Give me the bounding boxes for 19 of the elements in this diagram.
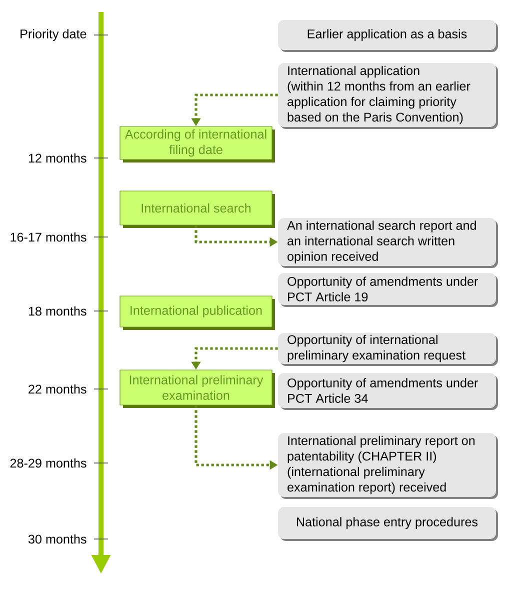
- event-box: An international search report and an international search written opinion received: [278, 218, 498, 268]
- process-box: International search: [120, 190, 275, 228]
- event-box: Earlier application as a basis: [278, 20, 498, 52]
- event-box: Opportunity of amendments under PCT Article 34: [278, 373, 498, 410]
- timeline-label: 12 months: [28, 153, 86, 163]
- process-box: International publication: [120, 296, 275, 330]
- process-box: International preliminary examination: [120, 370, 275, 408]
- event-box: International application (within 12 months from an earlier application for claiming priority based on the Paris Convention): [278, 63, 498, 129]
- event-box: International preliminary report on patentability (CHAPTER II) (international preliminary examination report) received: [278, 433, 498, 499]
- timeline-label: 28-29 months: [10, 458, 86, 468]
- timeline-label: 22 months: [28, 384, 86, 394]
- process-box: According of international filing date: [120, 126, 275, 162]
- event-box: National phase entry procedures: [278, 507, 498, 541]
- timeline-label: 30 months: [28, 534, 86, 544]
- timeline-label: 18 months: [28, 306, 86, 316]
- event-box: Opportunity of international preliminary examination request: [278, 333, 498, 366]
- timeline-label: Priority date: [20, 29, 86, 41]
- timeline-label: 16-17 months: [10, 232, 86, 242]
- event-box: Opportunity of amendments under PCT Article 19: [278, 273, 498, 307]
